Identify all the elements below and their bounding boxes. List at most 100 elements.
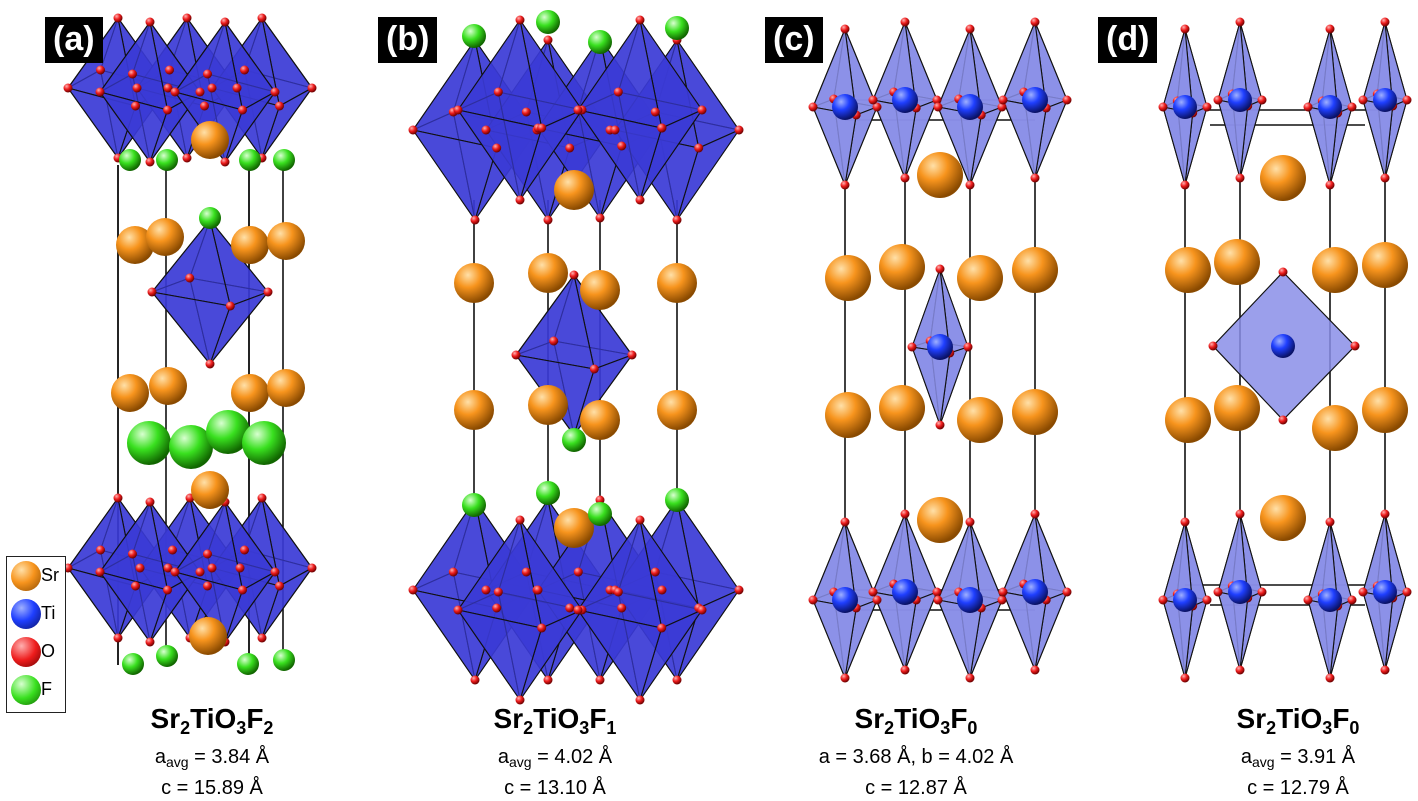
o-atom xyxy=(965,24,975,34)
o-atom xyxy=(1402,95,1412,105)
f-atom xyxy=(273,149,295,171)
lattice-c-line: c = 13.10 Å xyxy=(504,777,606,799)
o-atom xyxy=(163,105,172,115)
o-atom xyxy=(240,545,249,555)
o-atom xyxy=(200,101,209,111)
sr-atom xyxy=(267,369,305,407)
sr-atom xyxy=(146,218,184,256)
o-atom xyxy=(549,336,559,346)
o-atom xyxy=(1350,341,1360,351)
o-atom xyxy=(182,13,192,23)
sr-atom xyxy=(917,497,963,543)
o-atom xyxy=(657,585,667,595)
sr-atom xyxy=(879,385,925,431)
atoms xyxy=(63,10,1412,705)
o-atom xyxy=(481,585,491,595)
o-atom xyxy=(900,173,910,183)
o-atom xyxy=(220,17,230,27)
o-atom xyxy=(613,87,623,97)
o-atom xyxy=(235,563,245,573)
ti-atom xyxy=(957,94,983,120)
o-atom xyxy=(470,675,480,685)
o-atom xyxy=(808,102,818,112)
o-atom xyxy=(965,517,975,527)
o-atom xyxy=(589,364,599,374)
o-atom xyxy=(131,101,140,111)
o-atom xyxy=(808,595,818,605)
o-atom xyxy=(1358,95,1368,105)
octahedra xyxy=(67,17,1408,701)
o-atom xyxy=(543,35,553,45)
f-atom xyxy=(199,207,221,229)
o-atom xyxy=(1325,180,1335,190)
panel-label-d: (d) xyxy=(1098,17,1158,63)
o-atom xyxy=(225,301,235,311)
sr-atom xyxy=(917,152,963,198)
o-atom xyxy=(543,675,553,685)
o-atom xyxy=(573,605,583,615)
o-atom xyxy=(595,675,605,685)
legend-label: Sr xyxy=(41,565,59,585)
o-atom xyxy=(595,213,605,223)
o-atom xyxy=(697,605,707,615)
lattice-ab-line: a = 3.68 Å, b = 4.02 Å xyxy=(818,746,1014,768)
f-atom xyxy=(462,493,486,517)
o-atom xyxy=(521,567,531,577)
o-atom xyxy=(1208,341,1218,351)
o-atom xyxy=(113,13,123,23)
o-atom xyxy=(448,567,458,577)
sr-atom xyxy=(554,508,594,548)
o-atom xyxy=(207,563,217,573)
atom-legend: Sr Ti O F xyxy=(6,556,66,713)
o-atom xyxy=(872,595,882,605)
o-atom xyxy=(965,673,975,683)
ti-atom xyxy=(1022,579,1048,605)
octahedron-face xyxy=(577,609,663,701)
o-atom xyxy=(840,517,850,527)
o-atom xyxy=(1030,17,1040,27)
o-atom xyxy=(515,515,525,525)
sr-atom xyxy=(231,374,269,412)
sr-atom xyxy=(149,367,187,405)
o-atom xyxy=(900,509,910,519)
o-atom xyxy=(96,545,105,555)
ti-atom xyxy=(1228,580,1252,604)
lattice-c-line: c = 12.79 Å xyxy=(1247,777,1349,799)
sr-swatch xyxy=(11,561,41,591)
o-atom xyxy=(1380,173,1390,183)
ti-swatch xyxy=(11,599,41,629)
sr-atom xyxy=(657,263,697,303)
panel-label-c: (c) xyxy=(765,17,823,63)
o-atom xyxy=(900,665,910,675)
sr-atom xyxy=(1214,385,1260,431)
o-atom xyxy=(481,125,491,135)
formula-c: Sr2TiO3F0 xyxy=(854,703,978,738)
o-atom xyxy=(907,342,917,352)
o-atom xyxy=(275,101,284,111)
o-atom xyxy=(1325,673,1335,683)
o-atom xyxy=(650,107,660,117)
ti-atom xyxy=(892,87,918,113)
legend-entry-sr: Sr xyxy=(11,559,67,593)
o-atom xyxy=(1235,17,1245,27)
octahedron-face xyxy=(412,129,498,221)
ti-atom xyxy=(927,334,953,360)
o-atom xyxy=(132,83,142,93)
o-atom xyxy=(1202,102,1212,112)
o-atom xyxy=(492,603,502,613)
o-atom xyxy=(565,603,575,613)
lattice-a-line: aavg = 4.02 Å xyxy=(497,746,613,770)
f-atom xyxy=(122,653,144,675)
f-atom xyxy=(206,410,250,454)
o-atom xyxy=(627,350,637,360)
o-atom xyxy=(63,83,73,93)
o-atom xyxy=(220,157,230,167)
sr-atom xyxy=(454,263,494,303)
o-atom xyxy=(453,605,463,615)
legend-label: O xyxy=(41,641,56,661)
o-atom xyxy=(203,69,212,79)
caption-d: Sr2TiO3F0 aavg = 3.91 Å c = 12.79 Å xyxy=(1148,703,1418,801)
o-atom xyxy=(1180,517,1190,527)
o-atom xyxy=(493,87,503,97)
